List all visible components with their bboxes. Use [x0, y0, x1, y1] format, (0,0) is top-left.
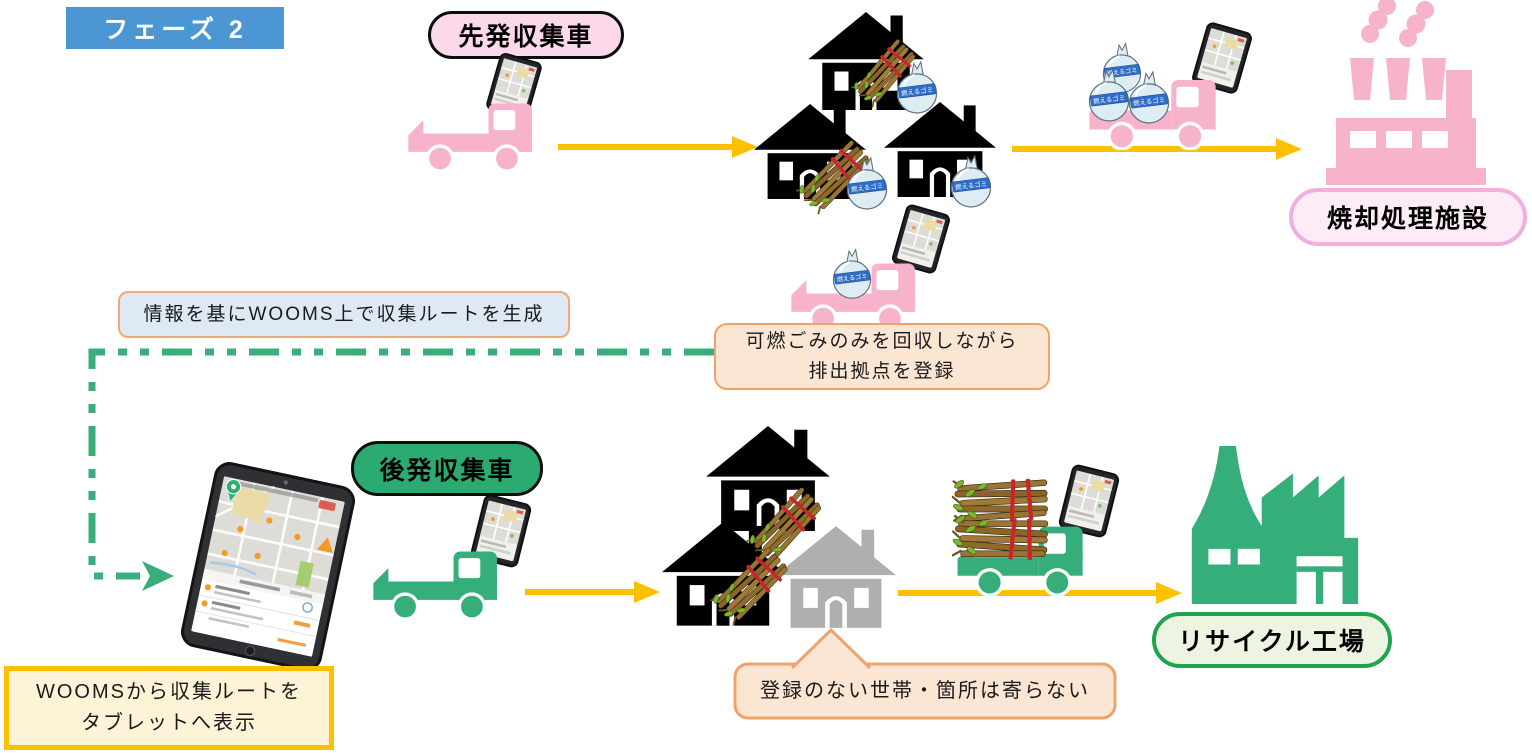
- collect-register-note-line1: 可燃ごみのみを回収しながら: [745, 331, 1019, 353]
- skip-note-callout-shape: [733, 627, 1117, 720]
- recycle-factory-icon: [1183, 446, 1367, 604]
- garbage-bag-icon: [894, 58, 940, 115]
- arrow-right-icon: [525, 144, 1276, 596]
- tablet-display-note: WOOMSから収集ルートを タブレットへ表示: [4, 666, 334, 750]
- branch-bundle-icon: [951, 514, 1053, 562]
- truck-icon-pink-early: [405, 80, 547, 172]
- incinerator-label-bubble: 焼却処理施設: [1289, 188, 1527, 246]
- garbage-bag-icon: [948, 152, 994, 209]
- garbage-bag-icon: [1126, 68, 1172, 125]
- recycle-label-bubble: リサイクル工場: [1152, 612, 1392, 668]
- first-truck-label-bubble: 先発収集車: [428, 11, 624, 59]
- phase-badge: フェーズ 2: [66, 7, 284, 49]
- collect-register-note-line2: 排出拠点を登録: [808, 360, 956, 382]
- route-generation-note-text: 情報を基にWOOMS上で収集ルートを生成: [143, 303, 545, 325]
- route-generation-note: 情報を基にWOOMS上で収集ルートを生成: [118, 291, 570, 338]
- tablet-display-note-line1: WOOMSから収集ルートを: [36, 681, 302, 703]
- dashed-connector-icon: [88, 348, 714, 580]
- garbage-bag-icon: [830, 246, 874, 300]
- second-truck-label-bubble: 後発収集車: [351, 441, 543, 496]
- tablet-display-note-line2: タブレットへ表示: [81, 712, 257, 734]
- dashed-connector-arrowhead: [142, 561, 174, 591]
- skip-note-text: 登録のない世帯・箇所は寄らない: [760, 679, 1090, 702]
- truck-icon-green-later: [370, 528, 512, 620]
- incinerator-factory-icon: [1326, 0, 1486, 185]
- garbage-bag-icon: [844, 154, 890, 211]
- collect-register-note: 可燃ごみのみを回収しながら 排出拠点を登録: [714, 323, 1050, 390]
